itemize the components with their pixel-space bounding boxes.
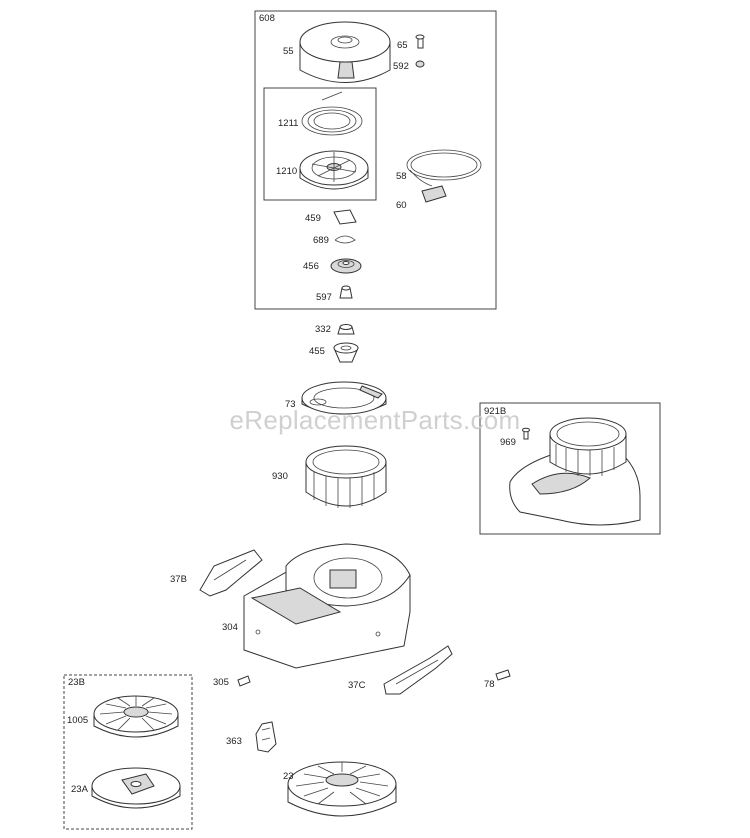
label-37c: 37C <box>348 680 366 691</box>
part-23-flywheel <box>287 761 397 817</box>
label-930: 930 <box>272 471 288 482</box>
label-459: 459 <box>305 213 321 224</box>
label-608: 608 <box>259 13 275 24</box>
part-456-retainer <box>330 258 362 274</box>
label-78: 78 <box>484 679 495 690</box>
part-304-blower-housing <box>243 543 411 669</box>
part-455-starter-cup <box>333 342 359 363</box>
label-23a: 23A <box>71 784 88 795</box>
part-1210-pulley <box>299 150 369 190</box>
label-1211: 1211 <box>278 118 299 129</box>
label-73: 73 <box>285 399 296 410</box>
part-363-clip <box>255 721 277 753</box>
part-23a-flywheel <box>91 767 181 809</box>
label-1005: 1005 <box>67 715 89 726</box>
label-1210: 1210 <box>276 166 298 177</box>
part-305-screw <box>237 675 251 687</box>
part-921b-blower-housing-kit <box>509 417 641 526</box>
label-689: 689 <box>313 235 329 246</box>
label-304: 304 <box>222 622 238 633</box>
part-60-starter-handle <box>421 185 447 203</box>
kit-box-608 <box>254 10 497 310</box>
label-55: 55 <box>283 46 294 57</box>
kit-box-23b <box>63 674 193 830</box>
label-363: 363 <box>226 736 242 747</box>
label-305: 305 <box>213 677 229 688</box>
part-1005-fan <box>93 695 179 738</box>
part-55-starter-housing <box>299 21 391 83</box>
part-332-nut <box>337 324 355 335</box>
part-78-screw <box>495 669 511 681</box>
label-23: 23 <box>283 771 294 782</box>
part-58-starter-rope <box>406 149 482 187</box>
part-930-guard <box>305 445 387 508</box>
label-921b: 921B <box>484 406 507 417</box>
label-592: 592 <box>393 61 409 72</box>
label-456: 456 <box>303 261 319 272</box>
part-1211-recoil-spring <box>301 91 363 136</box>
label-60: 60 <box>396 200 407 211</box>
label-37b: 37B <box>170 574 187 585</box>
part-73-rotating-screen <box>301 381 387 415</box>
part-597-screw <box>339 285 353 299</box>
kit-box-921b <box>479 402 661 535</box>
label-65: 65 <box>397 40 408 51</box>
label-969: 969 <box>500 437 516 448</box>
label-58: 58 <box>396 171 407 182</box>
part-37b-air-guide <box>199 549 263 597</box>
label-332: 332 <box>315 324 331 335</box>
part-65-screw <box>415 34 425 49</box>
label-455: 455 <box>309 346 325 357</box>
part-969-screw <box>522 427 530 440</box>
kit-box-inner-1210 <box>263 87 377 201</box>
part-689-spring <box>334 235 356 244</box>
part-592-nut <box>415 60 425 68</box>
label-597: 597 <box>316 292 332 303</box>
part-459-pawl <box>333 209 357 225</box>
label-23b: 23B <box>68 677 85 688</box>
part-37c-air-guide <box>383 645 453 695</box>
